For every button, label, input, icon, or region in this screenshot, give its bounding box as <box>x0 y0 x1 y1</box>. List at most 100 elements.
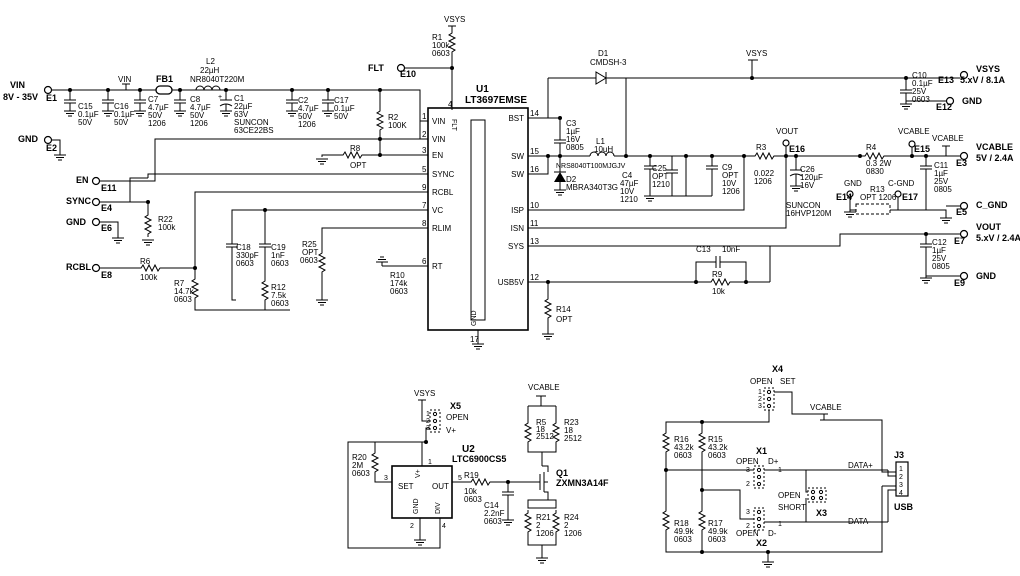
svg-text:1206: 1206 <box>536 529 554 538</box>
svg-text:VOUT: VOUT <box>776 127 798 136</box>
ferrite-bead-fb1: FB1 <box>155 74 173 95</box>
svg-text:16V: 16V <box>800 181 815 190</box>
u1-pin-name: SYNC <box>432 170 454 179</box>
terminal-e6[interactable] <box>91 217 101 227</box>
terminal-e11[interactable] <box>91 176 101 186</box>
capacitor-c26: C26 120µF 16V SUNCON 16HVP120M <box>786 156 832 218</box>
port-e5[interactable]: C_GND E5 <box>926 200 1008 217</box>
capacitor-c25: C25 OPT 1210 <box>652 156 679 196</box>
sync-net: SYNC E4 <box>66 173 428 213</box>
resistor-r17: R17 49.9k 0603 <box>698 507 729 544</box>
terminal-e1[interactable] <box>43 85 53 95</box>
svg-text:C2: C2 <box>298 96 309 105</box>
svg-text:C13: C13 <box>696 245 711 254</box>
capacitor-c9: C9 OPT 10V 1206 <box>705 157 740 196</box>
terminal-e2[interactable] <box>43 135 53 145</box>
resistor-r22: R22 100k <box>130 200 176 246</box>
terminal-e7[interactable] <box>959 229 969 239</box>
port-e13[interactable]: VSYS 5.xV / 8.1A E13 <box>938 64 1006 85</box>
x3-jumper[interactable]: OPEN SHORT X3 <box>778 470 827 522</box>
terminal-e8[interactable] <box>91 263 101 273</box>
svg-text:0603: 0603 <box>271 259 289 268</box>
capacitor-c1: + C1 22µF 63V SUNCON 63CE22BS <box>218 92 274 135</box>
svg-text:50V: 50V <box>298 112 313 121</box>
svg-text:10k: 10k <box>464 487 478 496</box>
port-e12[interactable]: GND E12 <box>906 96 983 112</box>
svg-text:E10: E10 <box>400 69 416 79</box>
terminal-e3[interactable] <box>959 151 969 161</box>
svg-text:0603: 0603 <box>352 469 370 478</box>
svg-text:E17: E17 <box>902 192 918 202</box>
svg-text:0805: 0805 <box>934 185 952 194</box>
port-e1[interactable]: VIN 8V - 35V E1 <box>3 80 57 103</box>
svg-text:3: 3 <box>899 482 903 489</box>
svg-text:VSYS: VSYS <box>746 49 767 58</box>
svg-text:SUNCON: SUNCON <box>786 201 821 210</box>
u1-pin-number: 9 <box>422 183 427 192</box>
svg-text:V+: V+ <box>415 469 422 478</box>
svg-text:R19: R19 <box>464 471 479 480</box>
svg-text:0.1µF: 0.1µF <box>912 79 933 88</box>
svg-text:1210: 1210 <box>652 180 670 189</box>
port-e2[interactable]: GND E2 <box>18 134 67 161</box>
svg-text:GND: GND <box>413 498 420 514</box>
svg-text:0603: 0603 <box>674 535 692 544</box>
x5-jumper[interactable]: VSYS X5 OPEN V+ 1 2 3 <box>374 389 469 450</box>
rlim-net <box>321 227 428 250</box>
svg-text:E7: E7 <box>954 236 965 246</box>
svg-text:1µF: 1µF <box>566 127 580 136</box>
terminal-e4[interactable] <box>91 197 101 207</box>
port-e10[interactable]: FLT E10 <box>368 63 416 79</box>
svg-text:E5: E5 <box>956 207 967 217</box>
u1-pin-name: BST <box>508 114 524 123</box>
gnd-e2-label: GND <box>18 134 39 144</box>
svg-text:0.1µF: 0.1µF <box>334 104 355 113</box>
resistor-r18: R18 49.9k 0603 <box>662 507 695 544</box>
data-minus-label: DATA- <box>848 517 871 526</box>
capacitor-c17: C17 0.1µF 50V <box>321 91 355 121</box>
mosfet-q1: Q1 ZXMN3A14F <box>539 465 609 500</box>
svg-text:2: 2 <box>758 396 762 403</box>
x4-jumper[interactable]: X4 OPEN SET 1 2 3 <box>750 364 828 415</box>
svg-text:X4: X4 <box>772 364 783 374</box>
svg-text:C26: C26 <box>800 165 815 174</box>
svg-text:V+: V+ <box>446 426 456 435</box>
svg-text:0603: 0603 <box>708 451 726 460</box>
svg-text:1206: 1206 <box>148 119 166 128</box>
terminal-e5[interactable] <box>959 201 969 211</box>
terminal-e13[interactable] <box>959 70 969 80</box>
port-e9[interactable]: GND E9 <box>926 271 997 288</box>
svg-text:SET: SET <box>780 377 796 386</box>
resistor-r3: R3 0.022 1206 <box>744 143 778 186</box>
svg-text:1: 1 <box>758 389 762 396</box>
terminal-e12[interactable] <box>945 96 955 106</box>
x2-jumper[interactable]: X2 OPEN D- 3 2 1 <box>702 489 888 548</box>
svg-text:LTC6900CS5: LTC6900CS5 <box>452 454 506 464</box>
terminal-e10[interactable] <box>396 63 406 73</box>
svg-text:100k: 100k <box>158 223 176 232</box>
svg-text:C1: C1 <box>234 94 245 103</box>
port-e7[interactable]: VOUT 5.xV / 2.4A E7 <box>954 222 1020 246</box>
vout-net: VOUT E16 <box>776 127 805 156</box>
svg-text:C16: C16 <box>114 102 129 111</box>
svg-text:E9: E9 <box>954 278 965 288</box>
svg-text:R12: R12 <box>271 283 286 292</box>
resistor-r19: R19 10k 0603 <box>452 471 540 504</box>
port-e6[interactable]: GND E6 <box>66 217 125 244</box>
x1-jumper[interactable]: X1 OPEN D+ 3 2 1 <box>666 446 888 489</box>
resistor-r7: R7 14.7k 0603 <box>174 268 290 311</box>
port-e3[interactable]: VCABLE 5V / 2.4A E3 <box>956 142 1014 168</box>
svg-text:0603: 0603 <box>464 495 482 504</box>
svg-text:0603: 0603 <box>271 299 289 308</box>
svg-text:U1: U1 <box>476 84 489 95</box>
resistor-r21: R21 2 1206 <box>524 509 554 538</box>
vin-label: VIN <box>10 80 25 90</box>
terminal-e9[interactable] <box>959 271 969 281</box>
svg-text:U2: U2 <box>462 444 475 455</box>
svg-text:R25: R25 <box>302 240 317 249</box>
svg-text:2: 2 <box>564 521 569 530</box>
svg-text:VSYS: VSYS <box>414 389 435 398</box>
svg-text:R14: R14 <box>556 305 571 314</box>
svg-text:L2: L2 <box>206 57 215 66</box>
